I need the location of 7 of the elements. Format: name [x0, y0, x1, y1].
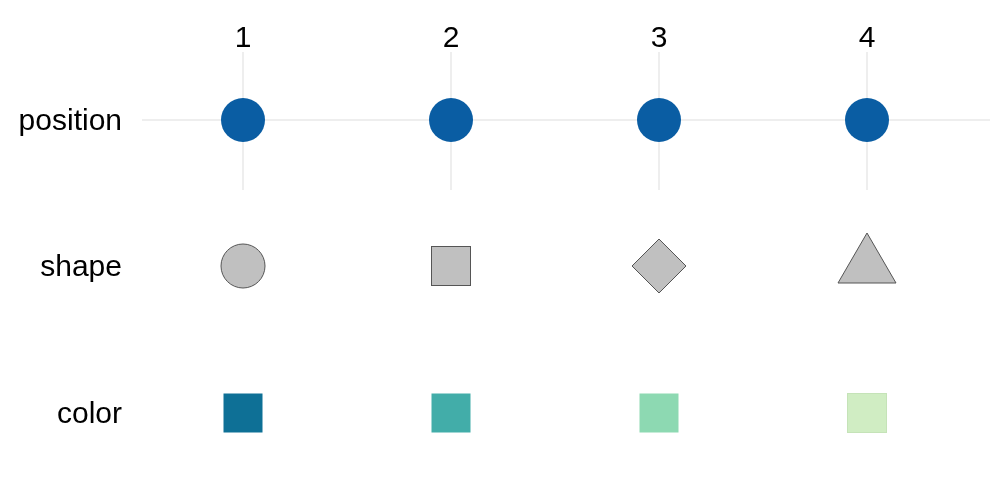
column-number: 1 — [234, 20, 252, 54]
column-number: 2 — [442, 20, 460, 54]
column-number: 4 — [858, 20, 876, 54]
row-label: position — [18, 103, 122, 137]
row-label: shape — [40, 249, 122, 283]
row-label: color — [56, 396, 122, 430]
column-number: 3 — [650, 20, 668, 54]
